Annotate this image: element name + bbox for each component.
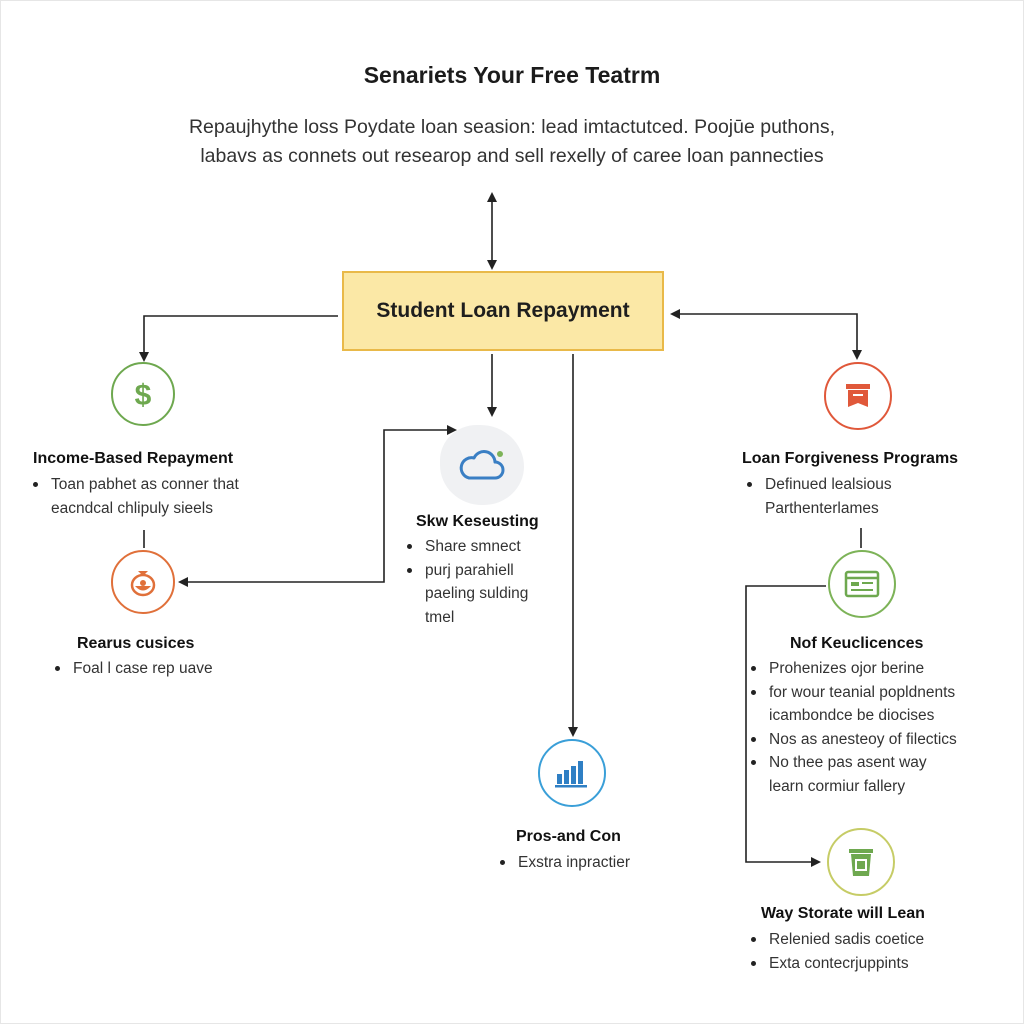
list-item: Exstra inpractier (497, 851, 630, 875)
forgiveness-bullets: Definued lealsious Parthenterlames (744, 473, 892, 520)
subtitle-line-1: Repaujhythe loss Poydate loan seasion: l… (188, 116, 836, 138)
bar-chart-icon (555, 761, 587, 788)
list-item: No thee pas asent way (748, 751, 957, 775)
list-item: Relenied sadis coetice (748, 928, 924, 952)
list-item: Toan pabhet as conner that (30, 473, 239, 497)
skw-icon-blob (440, 425, 524, 505)
way-icon-circle (827, 828, 895, 896)
list-item: Nos as anesteoy of filectics (748, 728, 957, 752)
skw-bullets: Share smnect purj parahiell paeling suld… (404, 535, 528, 629)
pros-title: Pros-and Con (516, 828, 621, 845)
central-topic-label: Student Loan Repayment (376, 299, 630, 322)
skw-title: Skw Keseusting (416, 513, 539, 530)
subtitle-line-2: labavs as connets out researop and sell … (200, 145, 824, 167)
archive-box-icon (846, 384, 870, 407)
rearus-icon-circle (111, 550, 175, 614)
list-item: Exta contecrjuppints (748, 952, 924, 976)
rearus-title: Rearus cusices (77, 635, 195, 652)
list-item: learn cormiur fallery (769, 777, 906, 795)
list-item: eacndcal chlipuly sieels (51, 499, 213, 517)
way-bullets: Relenied sadis coetice Exta contecrjuppi… (748, 928, 924, 975)
nof-icon-circle (828, 550, 896, 618)
way-title: Way Storate will Lean (761, 905, 925, 922)
nof-title: Nof Keuclicences (790, 635, 924, 652)
income-based-bullets: Toan pabhet as conner that eacndcal chli… (30, 473, 239, 520)
list-item: icambondce be diocises (769, 707, 935, 724)
connector-to-forgiveness (670, 309, 862, 360)
page-title: Senariets Your Free Teatrm (363, 62, 661, 88)
list-item: tmel (425, 608, 455, 626)
income-based-icon-circle: $ (111, 362, 175, 426)
pros-bullets: Exstra inpractier (497, 851, 630, 875)
nof-bullets: Prohenizes ojor berine for wour teanial … (748, 657, 957, 798)
connector-rearus-skw (178, 425, 457, 587)
list-item: purj parahiell (404, 559, 528, 583)
list-item: Parthenterlames (765, 499, 879, 517)
cloud-icon (459, 450, 505, 480)
svg-text:$: $ (135, 379, 152, 411)
connector-nof-way (745, 585, 826, 867)
list-item: Prohenizes ojor berine (748, 657, 957, 681)
recycle-bin-icon (849, 849, 873, 876)
central-topic-box: Student Loan Repayment (342, 271, 664, 351)
connector-to-income-based (139, 315, 338, 362)
list-item: for wour teanial popldnents (748, 681, 957, 705)
dollar-icon: $ (135, 379, 152, 411)
list-item: paeling sulding (425, 585, 529, 602)
forgiveness-title: Loan Forgiveness Programs (742, 450, 959, 467)
rearus-bullets: Foal l case rep uave (52, 657, 213, 681)
list-item: Foal l case rep uave (52, 657, 213, 681)
income-based-title: Income-Based Repayment (33, 450, 234, 467)
list-item: Definued lealsious (744, 473, 892, 497)
pros-icon-circle (538, 739, 606, 807)
money-bag-icon (130, 571, 156, 597)
list-item: Share smnect (404, 535, 528, 559)
browser-window-icon (844, 570, 880, 598)
forgiveness-icon-circle (824, 362, 892, 430)
